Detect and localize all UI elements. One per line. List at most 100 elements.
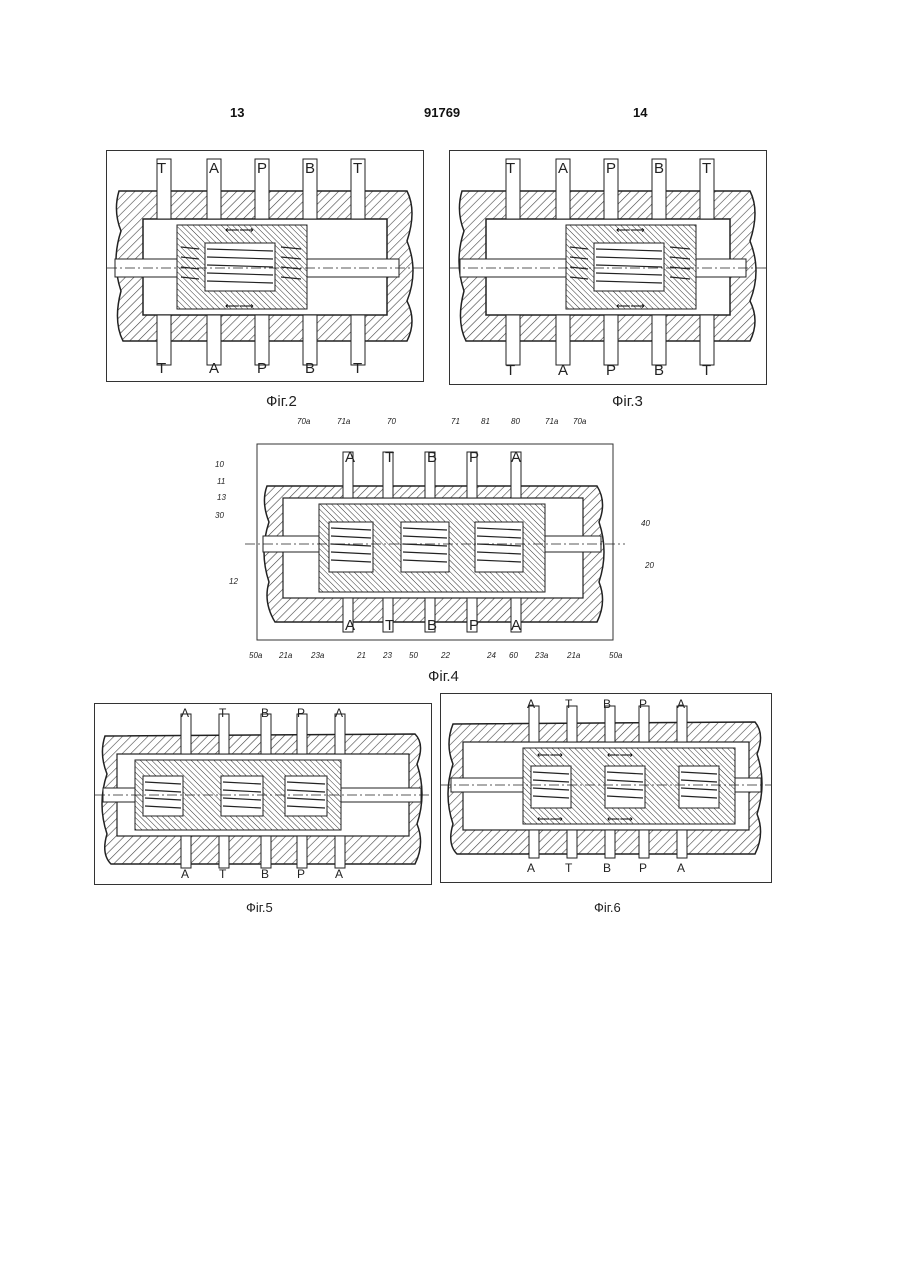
fig4-ref-right-2: 20 xyxy=(644,561,654,570)
fig4-ref-bottom-9: 60 xyxy=(509,651,518,660)
fig4-ref-left-1: 10 xyxy=(215,460,224,469)
fig4-ref-bottom-11: 21a xyxy=(566,651,581,660)
fig6-port-top-5: A xyxy=(677,697,685,711)
fig4-ref-top-4: 71 xyxy=(451,417,460,426)
figure-5-caption: Фіг.5 xyxy=(246,900,273,915)
fig4-ref-left-5: 12 xyxy=(229,577,238,586)
fig3-port-bottom-1: T xyxy=(506,362,515,379)
fig5-port-bottom-1: A xyxy=(181,867,189,881)
patent-number: 91769 xyxy=(424,105,460,120)
svg-text:⟵⟶: ⟵⟶ xyxy=(607,814,633,824)
fig5-port-top-5: A xyxy=(335,706,343,720)
fig2-port-top-1: T xyxy=(157,160,166,177)
fig4-port-top-2: T xyxy=(385,449,394,466)
fig4-port-bottom-3: B xyxy=(427,617,437,634)
svg-text:⟵⟶: ⟵⟶ xyxy=(537,750,563,760)
fig4-ref-bottom-10: 23a xyxy=(534,651,549,660)
svg-text:⟵⟶: ⟵⟶ xyxy=(537,814,563,824)
fig3-port-bottom-5: T xyxy=(702,362,711,379)
figure-3: ⟵⟶ ⟵⟶ T A P B T T A P B T xyxy=(449,150,767,385)
fig4-ref-bottom-12: 50a xyxy=(609,651,623,660)
figure-6-caption: Фіг.6 xyxy=(594,900,621,915)
svg-text:⟵⟶: ⟵⟶ xyxy=(225,225,254,236)
svg-text:⟵⟶: ⟵⟶ xyxy=(616,301,645,312)
fig2-port-top-3: P xyxy=(257,160,267,177)
fig3-port-top-5: T xyxy=(702,160,711,177)
fig4-ref-bottom-6: 50 xyxy=(409,651,418,660)
figure-3-caption: Фіг.3 xyxy=(612,393,643,410)
fig4-ref-top-2: 71a xyxy=(337,417,351,426)
fig4-ref-top-7: 71a xyxy=(545,417,559,426)
fig6-port-bottom-4: P xyxy=(639,861,647,875)
fig4-ref-bottom-5: 23 xyxy=(382,651,392,660)
figure-4-caption: Фіг.4 xyxy=(428,668,459,685)
fig5-port-top-4: P xyxy=(297,706,305,720)
fig5-port-top-1: A xyxy=(181,706,189,720)
figure-4: A T B P A A T B P A 70a 71a 70 71 81 80 … xyxy=(205,412,665,672)
fig6-port-bottom-1: A xyxy=(527,861,535,875)
fig4-ref-right-1: 40 xyxy=(641,519,650,528)
fig2-port-bottom-3: P xyxy=(257,360,267,377)
figure-4-drawing: A T B P A A T B P A 70a 71a 70 71 81 80 … xyxy=(205,412,665,672)
right-page-number: 14 xyxy=(633,105,647,120)
fig6-port-top-1: A xyxy=(527,697,535,711)
fig4-ref-bottom-3: 23a xyxy=(310,651,325,660)
fig4-ref-bottom-2: 21a xyxy=(278,651,293,660)
fig6-port-bottom-2: T xyxy=(565,861,573,875)
fig4-ref-bottom-4: 21 xyxy=(356,651,366,660)
fig4-port-bottom-5: A xyxy=(511,617,521,634)
fig4-ref-top-1: 70a xyxy=(297,417,311,426)
fig5-port-top-3: B xyxy=(261,706,269,720)
fig2-port-bottom-4: B xyxy=(305,360,315,377)
svg-text:⟵⟶: ⟵⟶ xyxy=(607,750,633,760)
figure-2-caption: Фіг.2 xyxy=(266,393,297,410)
fig4-ref-top-8: 70a xyxy=(573,417,587,426)
fig3-port-bottom-4: B xyxy=(654,362,664,379)
fig4-ref-left-3: 13 xyxy=(217,493,226,502)
fig4-port-bottom-1: A xyxy=(345,617,355,634)
fig2-port-bottom-5: T xyxy=(353,360,362,377)
fig2-port-bottom-1: T xyxy=(157,360,166,377)
fig4-ref-top-3: 70 xyxy=(387,417,396,426)
figure-5: A T B P A A T B P A xyxy=(94,703,432,885)
figure-6: ⟵⟶ ⟵⟶ ⟵⟶ ⟵⟶ A T B P A A T B P A xyxy=(440,693,772,883)
fig4-port-top-4: P xyxy=(469,449,479,466)
fig3-port-top-3: P xyxy=(606,160,616,177)
fig4-port-top-3: B xyxy=(427,449,437,466)
svg-text:⟵⟶: ⟵⟶ xyxy=(616,225,645,236)
fig3-port-bottom-2: A xyxy=(558,362,568,379)
figure-3-drawing: ⟵⟶ ⟵⟶ T A P B T T A P B T xyxy=(450,151,766,384)
fig4-ref-left-2: 11 xyxy=(217,477,225,486)
fig4-ref-bottom-8: 24 xyxy=(486,651,496,660)
figure-6-drawing: ⟵⟶ ⟵⟶ ⟵⟶ ⟵⟶ A T B P A A T B P A xyxy=(441,694,771,882)
fig3-port-top-1: T xyxy=(506,160,515,177)
fig5-port-bottom-4: P xyxy=(297,867,305,881)
fig4-ref-bottom-7: 22 xyxy=(440,651,450,660)
fig2-port-bottom-2: A xyxy=(209,360,219,377)
fig4-port-bottom-2: T xyxy=(385,617,394,634)
fig6-port-top-3: B xyxy=(603,697,611,711)
fig6-port-top-2: T xyxy=(565,697,573,711)
fig4-port-top-5: A xyxy=(511,449,521,466)
figure-2-drawing: ⟵⟶ ⟵⟶ T A P B T T A P B T xyxy=(107,151,423,381)
fig3-port-bottom-3: P xyxy=(606,362,616,379)
fig4-ref-top-6: 80 xyxy=(511,417,520,426)
svg-text:⟵⟶: ⟵⟶ xyxy=(225,301,254,312)
figure-5-drawing: A T B P A A T B P A xyxy=(95,704,431,884)
fig4-ref-top-5: 81 xyxy=(481,417,490,426)
fig4-port-top-1: A xyxy=(345,449,355,466)
figure-2: ⟵⟶ ⟵⟶ T A P B T T A P B T xyxy=(106,150,424,382)
fig2-port-top-5: T xyxy=(353,160,362,177)
fig3-port-top-4: B xyxy=(654,160,664,177)
fig2-port-top-4: B xyxy=(305,160,315,177)
fig6-port-bottom-3: B xyxy=(603,861,611,875)
fig4-ref-left-4: 30 xyxy=(215,511,224,520)
fig5-port-bottom-2: T xyxy=(219,867,227,881)
fig6-port-bottom-5: A xyxy=(677,861,685,875)
left-page-number: 13 xyxy=(230,105,244,120)
fig4-ref-bottom-1: 50a xyxy=(249,651,263,660)
fig6-port-top-4: P xyxy=(639,697,647,711)
fig3-port-top-2: A xyxy=(558,160,568,177)
fig4-port-bottom-4: P xyxy=(469,617,479,634)
fig2-port-top-2: A xyxy=(209,160,219,177)
